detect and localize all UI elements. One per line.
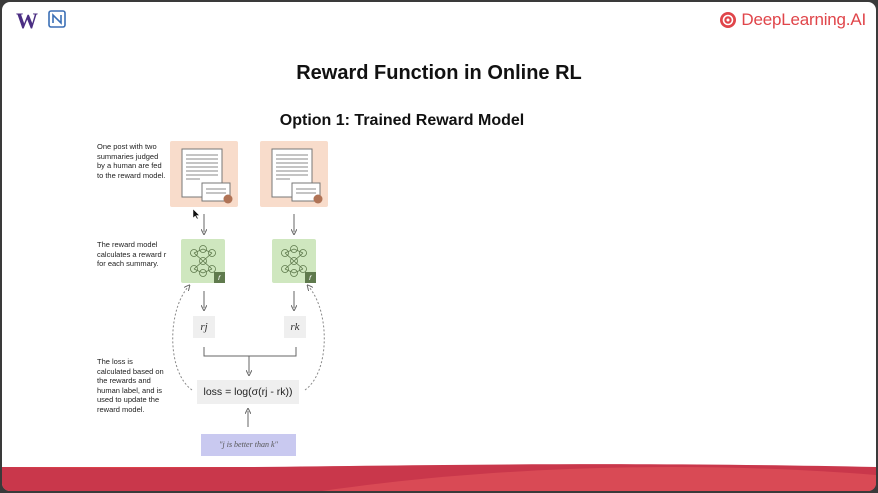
reward-model-right: r — [272, 239, 316, 283]
loss-formula: loss = log(σ(rj - rk)) — [197, 380, 299, 404]
summary-document-j — [170, 141, 238, 207]
reward-tag: r — [305, 272, 316, 283]
uw-logo: W — [16, 8, 38, 33]
summary-document-k — [260, 141, 328, 207]
human-label: "j is better than k" — [201, 434, 296, 456]
deeplearning-icon — [720, 12, 737, 28]
neural-network-icon — [281, 245, 307, 277]
reward-j: rj — [193, 316, 215, 338]
document-icon — [271, 148, 323, 204]
footer-wave — [2, 464, 876, 491]
mouse-cursor-icon — [193, 209, 200, 219]
section-subtitle: Option 1: Trained Reward Model — [279, 112, 525, 129]
note-loss: The loss is calculated based on the rewa… — [97, 357, 164, 414]
notion-logo-icon — [48, 10, 66, 28]
deeplearning-logo: DeepLearning.AI — [719, 10, 866, 30]
deeplearning-wordmark: DeepLearning.AI — [741, 10, 866, 29]
page-title: Reward Function in Online RL — [296, 62, 582, 84]
reward-model-left: r — [181, 239, 225, 283]
neural-network-icon — [190, 245, 216, 277]
note-input: One post with two summaries judged by a … — [97, 142, 166, 180]
note-reward: The reward model calculates a reward r f… — [97, 240, 167, 268]
document-icon — [181, 148, 233, 204]
reward-k: rk — [284, 316, 306, 338]
reward-tag: r — [214, 272, 225, 283]
